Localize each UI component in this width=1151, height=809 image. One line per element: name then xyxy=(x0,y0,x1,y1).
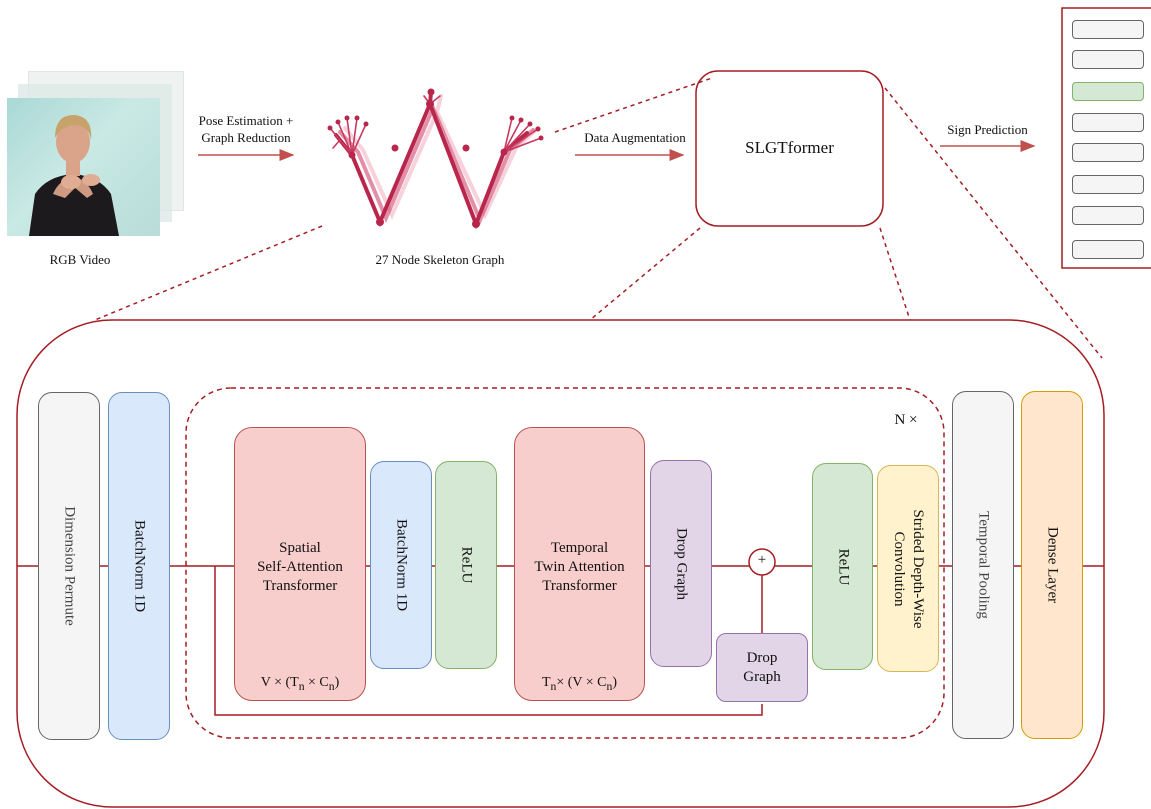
temporal-pooling-label: Temporal Pooling xyxy=(975,511,992,619)
dense-layer-label: Dense Layer xyxy=(1044,526,1061,604)
rgb-video-label: RGB Video xyxy=(49,252,111,267)
drop-graph-label-2-line1: Drop xyxy=(746,650,778,666)
temporal-attention-block: Temporal Twin Attention Transformer Tn× … xyxy=(514,427,645,701)
batchnorm-label-1: BatchNorm 1D xyxy=(131,519,148,613)
slgtformer-label: SLGTformer xyxy=(745,138,834,157)
spatial-dimension-label: V × (Tn × Cn) xyxy=(260,675,340,693)
output-class-box-selected xyxy=(1072,82,1144,101)
spatial-attention-label: Spatial Self-Attention Transformer xyxy=(235,539,365,596)
output-class-box xyxy=(1072,175,1144,194)
zoom-lines xyxy=(94,77,1103,359)
temporal-label-line3: Transformer xyxy=(542,578,617,594)
drop-graph-label-2-line2: Graph xyxy=(743,669,781,685)
drop-graph-block-1: Drop Graph xyxy=(650,460,712,667)
temporal-label-line1: Temporal xyxy=(550,540,609,556)
pose-estimation-label-line1: Pose Estimation + xyxy=(198,113,294,128)
strided-label-line2: Convolution xyxy=(891,530,907,607)
signer-figure xyxy=(29,114,119,236)
spatial-label-line2: Self-Attention xyxy=(257,559,343,575)
residual-connection xyxy=(214,566,763,716)
relu-label-2: ReLU xyxy=(835,548,851,585)
add-symbol: + xyxy=(757,552,767,568)
dimension-permute-block: Dimension Permute xyxy=(38,392,100,740)
batchnorm-block-2: BatchNorm 1D xyxy=(370,461,432,669)
pose-estimation-label: Pose Estimation + Graph Reduction xyxy=(180,112,312,146)
output-class-box xyxy=(1072,113,1144,132)
output-class-box xyxy=(1072,143,1144,162)
skeleton-graph-label: 27 Node Skeleton Graph xyxy=(375,252,505,267)
slgtformer-box xyxy=(695,70,884,227)
data-augmentation-label: Data Augmentation xyxy=(584,130,686,145)
temporal-pooling-block: Temporal Pooling xyxy=(952,391,1014,739)
temporal-dimension-label: Tn× (V × Cn) xyxy=(541,675,618,693)
repeat-block xyxy=(185,387,945,739)
relu-block-2: ReLU xyxy=(812,463,873,670)
temporal-label-line2: Twin Attention xyxy=(534,559,625,575)
skeleton-graph xyxy=(327,88,544,230)
output-class-box xyxy=(1072,206,1144,225)
drop-graph-label-2: Drop Graph xyxy=(717,649,807,687)
pose-estimation-label-line2: Graph Reduction xyxy=(201,130,291,145)
output-class-box xyxy=(1072,20,1144,39)
dense-layer-block: Dense Layer xyxy=(1021,391,1083,739)
spatial-label-line1: Spatial xyxy=(279,540,321,556)
relu-block-1: ReLU xyxy=(435,461,497,669)
repeat-count-label: N × xyxy=(894,412,918,428)
strided-convolution-block: Strided Depth-Wise Convolution xyxy=(877,465,939,672)
output-class-box xyxy=(1072,50,1144,69)
strided-convolution-label: Strided Depth-Wise Convolution xyxy=(889,509,927,628)
output-class-box xyxy=(1072,240,1144,259)
batchnorm-label-2: BatchNorm 1D xyxy=(393,518,410,612)
relu-label-1: ReLU xyxy=(458,546,475,584)
drop-graph-label-1: Drop Graph xyxy=(673,527,690,600)
spatial-attention-block: Spatial Self-Attention Transformer V × (… xyxy=(234,427,366,701)
spatial-label-line3: Transformer xyxy=(262,578,338,594)
output-panel xyxy=(1061,7,1151,269)
strided-label-line1: Strided Depth-Wise xyxy=(910,509,926,628)
dimension-permute-label: Dimension Permute xyxy=(61,506,78,626)
video-frame-front xyxy=(7,98,160,236)
add-node xyxy=(748,548,776,576)
temporal-attention-label: Temporal Twin Attention Transformer xyxy=(515,539,644,596)
batchnorm-block-1: BatchNorm 1D xyxy=(108,392,170,740)
drop-graph-block-2: Drop Graph xyxy=(716,633,808,702)
sign-prediction-label: Sign Prediction xyxy=(947,122,1028,137)
